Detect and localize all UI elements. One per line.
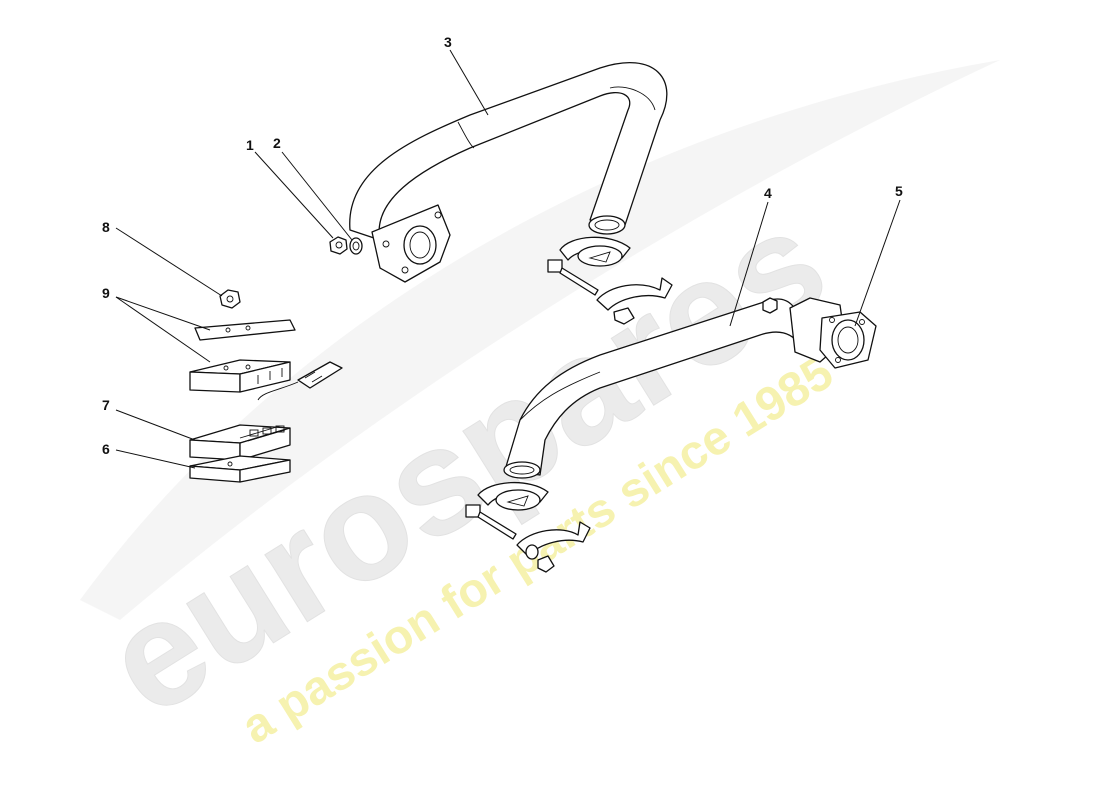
callout-5: 5 <box>895 183 903 199</box>
flange-washer <box>349 237 363 255</box>
flange-nut <box>329 236 348 255</box>
upper-exhaust-pipe <box>349 62 668 283</box>
callout-3: 3 <box>444 34 452 50</box>
sensor-nut <box>219 289 241 309</box>
sensor-block <box>189 424 291 461</box>
cover-plates <box>189 319 296 393</box>
callout-labels: 1 2 3 4 5 6 7 8 9 <box>102 34 903 457</box>
callout-7: 7 <box>102 397 110 413</box>
base-pad <box>189 455 291 483</box>
lower-pipe-clamp <box>465 481 591 573</box>
callout-8: 8 <box>102 219 110 235</box>
watermark-swoosh <box>80 60 1000 620</box>
sensor-connector <box>257 361 343 401</box>
upper-pipe-clamp <box>547 236 673 325</box>
callout-9: 9 <box>102 285 110 301</box>
callout-4: 4 <box>764 185 772 201</box>
leader-lines <box>115 49 901 469</box>
lower-exhaust-pipe <box>503 297 877 479</box>
callout-6: 6 <box>102 441 110 457</box>
callout-1: 1 <box>246 137 254 153</box>
callout-2: 2 <box>273 135 281 151</box>
